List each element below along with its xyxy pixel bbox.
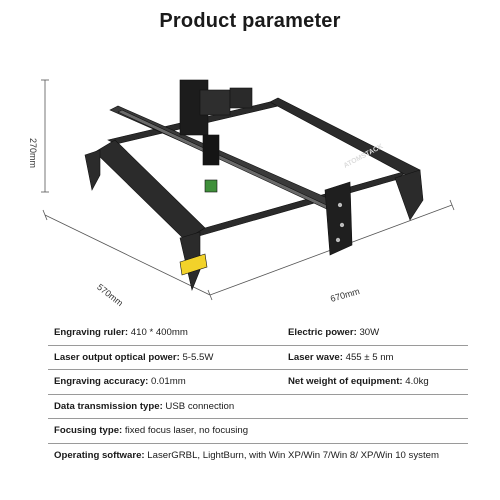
spec-value: 455 ± 5 nm: [342, 351, 394, 363]
spec-label: Engraving accuracy:: [54, 376, 149, 387]
spec-value: 5-5.5W: [179, 351, 214, 363]
spec-row: Data transmission type: USB connection: [48, 395, 468, 419]
dimension-height-label: 270mm: [28, 137, 39, 169]
spec-value: USB connection: [162, 400, 235, 412]
frame: [84, 79, 424, 292]
spec-row: Engraving accuracy: 0.01mm Net weight of…: [48, 370, 468, 395]
spec-value: LaserGRBL, LightBurn, with Win XP/Win 7/…: [144, 449, 439, 461]
page-title: Product parameter: [159, 10, 341, 32]
spec-value: 30W: [356, 327, 380, 338]
spec-row: Engraving ruler: 410 * 400mm Electric po…: [48, 321, 468, 346]
laser-engraver-illustration: ATOMSTACK: [41, 79, 455, 301]
spec-value: 410 * 400mm: [128, 327, 188, 338]
spec-row: Operating software: LaserGRBL, LightBurn…: [48, 444, 468, 481]
spec-row: Laser output optical power: 5-5.5W Laser…: [48, 346, 468, 370]
spec-label: Net weight of equipment:: [288, 376, 403, 387]
spec-label: Laser wave:: [288, 351, 343, 363]
spec-table: Engraving ruler: 410 * 400mm Electric po…: [48, 321, 468, 481]
spec-label: Laser output optical power:: [54, 351, 180, 363]
spec-label: Engraving ruler:: [54, 327, 129, 338]
spec-label: Data transmission type:: [54, 400, 163, 412]
spec-label: Electric power:: [288, 327, 357, 338]
spec-value: 4.0kg: [402, 376, 429, 387]
spec-value: fixed focus laser, no focusing: [122, 425, 249, 436]
spec-value: 0.01mm: [148, 376, 186, 387]
laser-engraver-figure: ATOMSTACK 270mm 570mm 670mm: [0, 40, 500, 325]
spec-row: Focusing type: fixed focus laser, no foc…: [48, 419, 468, 444]
spec-label: Focusing type:: [54, 425, 123, 436]
spec-label: Operating software:: [54, 449, 145, 461]
